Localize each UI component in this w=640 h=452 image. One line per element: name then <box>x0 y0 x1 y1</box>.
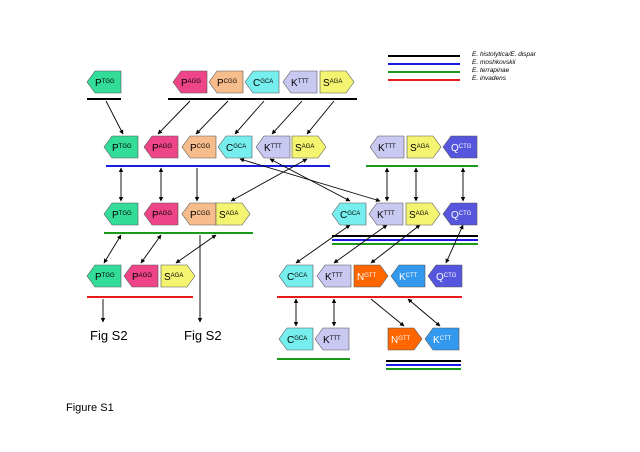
gene-q-ctg: QCTG <box>442 135 478 159</box>
svg-text:PTGG: PTGG <box>112 210 132 221</box>
legend-label: E. terrapinae <box>472 67 510 74</box>
svg-text:CGCA: CGCA <box>287 272 307 283</box>
fig-s2-left-label: Fig S2 <box>90 328 128 343</box>
gene-s-aga: SAGA <box>319 70 355 94</box>
svg-text:SAGA: SAGA <box>164 272 183 283</box>
svg-text:QCTG: QCTG <box>436 272 457 283</box>
svg-text:SAGA: SAGA <box>295 143 314 154</box>
gene-p-agg: PAGG <box>172 70 208 94</box>
gene-k-ttt: KTTT <box>369 135 405 159</box>
gene-n-gtt: NGTT <box>353 264 389 288</box>
gene-k-ttt: KTTT <box>368 202 404 226</box>
svg-text:PTGG: PTGG <box>95 272 115 283</box>
svg-text:KTTT: KTTT <box>291 78 309 89</box>
gene-p-cgg: PCGG <box>208 70 244 94</box>
svg-text:KCTT: KCTT <box>433 335 452 346</box>
svg-text:SAGA: SAGA <box>410 143 429 154</box>
gene-s-aga: SAGA <box>405 202 441 226</box>
svg-text:PCGG: PCGG <box>190 143 211 154</box>
svg-text:CGCA: CGCA <box>287 335 307 346</box>
svg-text:PAGG: PAGG <box>152 143 172 154</box>
connector-arrow <box>105 100 124 135</box>
svg-text:KTTT: KTTT <box>378 143 396 154</box>
legend-label: E. moshkovskii <box>472 59 516 66</box>
gene-p-tgg: PTGG <box>103 202 139 226</box>
gene-p-tgg: PTGG <box>86 70 122 94</box>
svg-text:QCTG: QCTG <box>451 210 472 221</box>
gene-s-aga: SAGA <box>406 135 442 159</box>
connector-arrow <box>140 234 162 264</box>
gene-c-gca: CGCA <box>217 135 253 159</box>
svg-text:KCTT: KCTT <box>399 272 418 283</box>
gene-s-aga: SAGA <box>160 264 196 288</box>
connector-arrow <box>445 224 464 264</box>
gene-q-ctg: QCTG <box>442 202 478 226</box>
connector-arrow <box>306 100 335 135</box>
gene-p-cgg: PCGG <box>181 135 217 159</box>
svg-text:PCGG: PCGG <box>190 210 211 221</box>
svg-text:SAGA: SAGA <box>409 210 428 221</box>
gene-p-agg: PAGG <box>143 135 179 159</box>
connector-arrow <box>271 100 303 135</box>
gene-s-aga: SAGA <box>291 135 327 159</box>
gene-p-cgg: PCGG <box>181 202 217 226</box>
svg-text:PAGG: PAGG <box>152 210 172 221</box>
gene-c-gca: CGCA <box>244 70 280 94</box>
svg-text:KTTT: KTTT <box>323 335 341 346</box>
svg-text:CGCA: CGCA <box>226 143 246 154</box>
gene-k-ttt: KTTT <box>314 327 350 351</box>
svg-text:KTTT: KTTT <box>264 143 282 154</box>
gene-s-aga: SAGA <box>215 202 251 226</box>
gene-k-ttt: KTTT <box>282 70 318 94</box>
svg-text:PTGG: PTGG <box>95 78 115 89</box>
connector-arrow <box>370 298 405 327</box>
svg-text:PAGG: PAGG <box>181 78 201 89</box>
gene-k-ttt: KTTT <box>255 135 291 159</box>
svg-text:KTTT: KTTT <box>377 210 395 221</box>
gene-p-agg: PAGG <box>123 264 159 288</box>
gene-c-gca: CGCA <box>278 264 314 288</box>
gene-k-ctt: KCTT <box>424 327 460 351</box>
gene-p-tgg: PTGG <box>86 264 122 288</box>
gene-k-ttt: KTTT <box>316 264 352 288</box>
svg-text:NGTT: NGTT <box>391 335 411 346</box>
svg-text:QCTG: QCTG <box>451 143 472 154</box>
legend-label: E. histolytica/E. dispar <box>472 51 536 58</box>
connector-arrow <box>234 100 265 135</box>
svg-text:PAGG: PAGG <box>132 272 152 283</box>
svg-text:NGTT: NGTT <box>357 272 377 283</box>
connector-arrow <box>157 100 191 135</box>
connector-arrow <box>195 100 229 135</box>
gene-c-gca: CGCA <box>331 202 367 226</box>
gene-n-gtt: NGTT <box>387 327 423 351</box>
connector-arrow <box>103 234 122 264</box>
gene-p-agg: PAGG <box>143 202 179 226</box>
figure-caption: Figure S1 <box>66 402 114 414</box>
gene-k-ctt: KCTT <box>390 264 426 288</box>
svg-text:PTGG: PTGG <box>112 143 132 154</box>
gene-q-ctg: QCTG <box>427 264 463 288</box>
gene-c-gca: CGCA <box>278 327 314 351</box>
svg-text:KTTT: KTTT <box>325 272 343 283</box>
fig-s2-right-label: Fig S2 <box>184 328 222 343</box>
svg-text:SAGA: SAGA <box>219 210 238 221</box>
connector-arrow <box>407 298 441 327</box>
connector-arrow <box>370 224 421 264</box>
gene-p-tgg: PTGG <box>103 135 139 159</box>
connector-arrow <box>175 234 217 264</box>
legend-label: E. invadens <box>472 75 506 82</box>
svg-text:CGCA: CGCA <box>340 210 360 221</box>
svg-text:SAGA: SAGA <box>323 78 342 89</box>
connector-arrow <box>230 158 308 202</box>
svg-text:CGCA: CGCA <box>253 78 273 89</box>
svg-text:PCGG: PCGG <box>217 78 238 89</box>
